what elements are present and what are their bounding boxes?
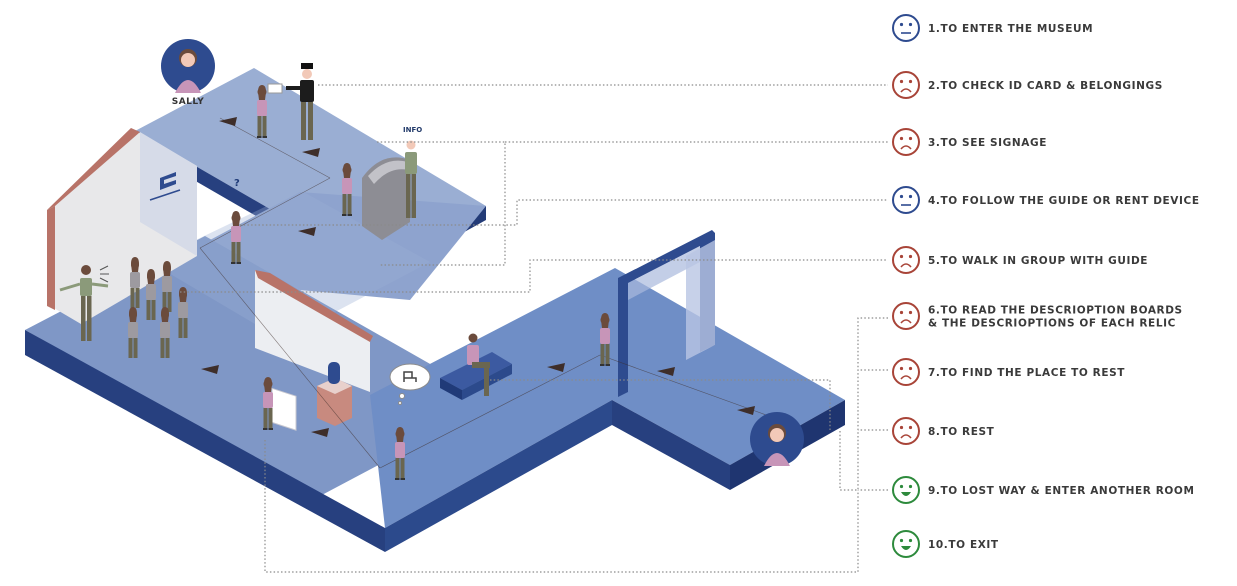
visitor-sitting-figure [467,333,490,396]
journey-step: 10.TO EXIT [892,530,999,558]
corridor-floor-top [210,192,486,300]
journey-step-label: 2.TO CHECK ID CARD & BELONGINGS [928,80,1163,92]
hall-floor-side [25,330,385,552]
description-board [271,387,297,431]
museum-floor [25,68,845,552]
negative-face-icon [892,128,920,156]
neutral-face-icon [892,186,920,214]
journey-step-label: 5.TO WALK IN GROUP WITH GUIDE [928,255,1148,267]
museum-logo-icon [160,172,176,190]
journey-legend: 1.TO ENTER THE MUSEUM 2.TO CHECK ID CARD … [892,14,1200,558]
question-mark: ? [234,178,240,189]
right-room-floor-side [612,400,730,490]
negative-face-icon [892,71,920,99]
journey-step: 2.TO CHECK ID CARD & BELONGINGS [892,71,1163,99]
relic-vase-icon [328,362,340,384]
journey-step: 5.TO WALK IN GROUP WITH GUIDE [892,246,1148,274]
negative-face-icon [892,302,920,330]
exit-gate [618,230,715,397]
negative-face-icon [892,246,920,274]
positive-face-icon [892,476,920,504]
sally-avatar: SALLY [161,39,215,107]
negative-face-icon [892,358,920,386]
journey-step-label: 6.TO READ THE DESCRIOPTION BOARDS [928,305,1183,317]
journey-step-label: 1.TO ENTER THE MUSEUM [928,23,1093,35]
journey-step: 8.TO REST [892,417,995,445]
id-card-icon [267,83,283,94]
rest-thought-bubble [389,363,431,405]
security-guard-figure [267,63,314,140]
journey-step-label: 8.TO REST [928,426,995,438]
journey-step: 1.TO ENTER THE MUSEUM [892,14,1093,42]
info-sign: INFO [403,126,422,134]
sally-name: SALLY [172,97,205,107]
scene-signs: INFO ? [234,126,422,189]
journey-step: 6.TO READ THE DESCRIOPTION BOARDS& THE D… [892,302,1183,330]
journey-step-label: 10.TO EXIT [928,539,999,551]
walking-path [199,117,781,469]
negative-face-icon [892,417,920,445]
description-wall [255,270,370,392]
chair-icon [403,371,417,382]
journey-step: 7.TO FIND THE PLACE TO REST [892,358,1125,386]
positive-face-icon [892,530,920,558]
visitors [59,63,610,480]
info-staff-figure [405,140,417,218]
journey-step-label: 4.TO FOLLOW THE GUIDE OR RENT DEVICE [928,195,1200,207]
tour-guide-figure [59,265,109,341]
journey-step: 9.TO LOST WAY & ENTER ANOTHER ROOM [892,476,1195,504]
bench [440,352,512,390]
right-room-floor-top [370,268,845,528]
journey-step-label: 3.TO SEE SIGNAGE [928,137,1047,149]
exit-avatar [750,412,804,466]
journey-step: 4.TO FOLLOW THE GUIDE OR RENT DEVICE [892,186,1200,214]
neutral-face-icon [892,14,920,42]
connector-lines [180,84,888,573]
journey-step-label: 7.TO FIND THE PLACE TO REST [928,367,1125,379]
journey-step-label: 9.TO LOST WAY & ENTER ANOTHER ROOM [928,485,1195,497]
journey-step: 3.TO SEE SIGNAGE [892,128,1047,156]
journey-step-label: & THE DESCRIOPTIONS OF EACH RELIC [928,318,1176,330]
